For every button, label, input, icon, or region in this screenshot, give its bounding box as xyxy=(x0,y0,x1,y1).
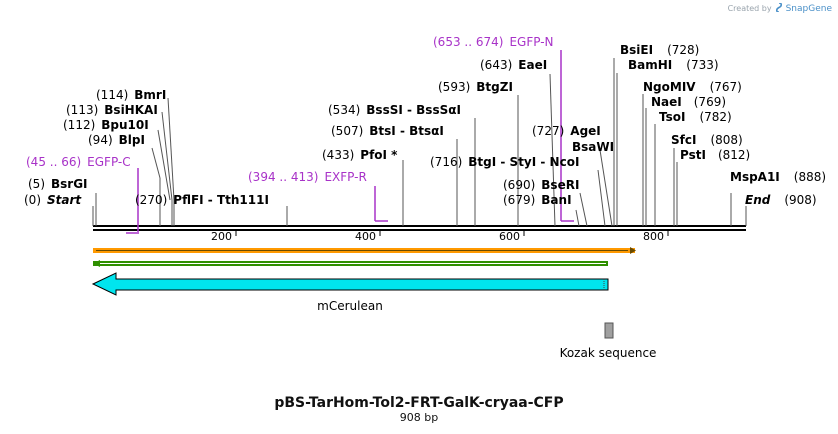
enzyme-label-sfci: SfcI(808) xyxy=(671,133,743,147)
ruler-tick-label: 800 xyxy=(643,230,664,243)
enzyme-label-bmri: (114)BmrI xyxy=(96,88,166,102)
enzyme-label-bsssi: (534)BssSI - BssSαI xyxy=(328,103,461,117)
ruler: 200 400 600 800 xyxy=(211,230,669,243)
enzyme-label-start: (0)Start xyxy=(24,193,82,207)
enzyme-label-tsoi: TsoI(782) xyxy=(659,110,732,124)
primer-label-egfp-n: (653 .. 674)EGFP-N xyxy=(433,35,554,49)
enzyme-labels: (0)Start (5)BsrGI (94)BlpI (112)Bpu10I (… xyxy=(24,43,826,207)
plasmid-size: 908 bp xyxy=(399,411,439,424)
enzyme-label-blpi: (94)BlpI xyxy=(88,133,145,147)
credit-badge: Created by SnapGene xyxy=(727,2,832,14)
enzyme-label-bamhi: BamHI(733) xyxy=(628,58,719,72)
mcerulean-arrow-shape xyxy=(91,272,609,296)
site-line-bpu10i xyxy=(157,129,171,201)
feature-label-mcerulean: mCerulean xyxy=(317,299,383,313)
site-line-blpi xyxy=(151,147,161,179)
enzyme-label-naei: NaeI(769) xyxy=(651,95,726,109)
snapgene-logo-icon xyxy=(775,2,783,14)
credit-prefix: Created by xyxy=(727,4,772,13)
primer-labels: (45 .. 66)EGFP-C (394 .. 413)EXFP-R (653… xyxy=(26,35,554,184)
enzyme-label-pflfi: (270)PflFI - Tth111I xyxy=(135,193,269,207)
feature-label-kozak: Kozak sequence xyxy=(560,346,657,360)
enzyme-label-bani: (679)BanI xyxy=(503,193,572,207)
enzyme-label-end: End(908) xyxy=(745,193,817,207)
primer-label-egfp-c: (45 .. 66)EGFP-C xyxy=(26,155,131,169)
enzyme-label-bsawi: BsaWI xyxy=(572,140,614,154)
ruler-tick-label: 400 xyxy=(355,230,376,243)
enzyme-label-eaei: (643)EaeI xyxy=(480,58,547,72)
enzyme-label-bsrgi: (5)BsrGI xyxy=(28,177,88,191)
orf-tracks xyxy=(93,247,636,267)
enzyme-label-bsiei: BsiEI(728) xyxy=(620,43,699,57)
ruler-tick-label: 200 xyxy=(211,230,232,243)
site-line-bsihkai xyxy=(161,111,173,201)
enzyme-label-ngomiv: NgoMIV(767) xyxy=(643,80,742,94)
ruler-tick-label: 600 xyxy=(499,230,520,243)
primer-label-exfp-r: (394 .. 413)EXFP-R xyxy=(248,170,367,184)
enzyme-label-btgzi: (593)BtgZI xyxy=(438,80,513,94)
feature-mcerulean: mCerulean xyxy=(91,272,609,313)
enzyme-site-lines xyxy=(92,58,747,227)
plasmid-name: pBS-TarHom-Tol2-FRT-GalK-cryaa-CFP xyxy=(274,395,564,411)
site-line-bmri xyxy=(167,97,175,201)
kozak-box xyxy=(604,322,614,339)
enzyme-label-pfoi: (433)PfoI * xyxy=(322,148,398,162)
backbone xyxy=(93,225,746,231)
site-line-ncoi xyxy=(597,169,606,227)
site-line-agei xyxy=(599,149,613,227)
enzyme-label-bsihkai: (113)BsiHKAI xyxy=(66,103,158,117)
orf-reverse-arrow-icon xyxy=(93,260,100,267)
enzyme-label-bpu10i: (112)Bpu10I xyxy=(63,118,149,132)
feature-kozak: Kozak sequence xyxy=(560,322,657,360)
site-line-bani xyxy=(575,209,580,227)
enzyme-label-bseri: (690)BseRI xyxy=(503,178,579,192)
site-line-eaei xyxy=(549,73,556,227)
credit-brand: SnapGene xyxy=(785,3,832,14)
primer-markers xyxy=(126,50,574,234)
enzyme-label-agei: (727)AgeI xyxy=(532,124,601,138)
enzyme-label-mspa1i: MspA1I(888) xyxy=(730,170,826,184)
site-line-bseri xyxy=(579,192,588,227)
enzyme-label-btsi: (507)BtsI - BtsαI xyxy=(331,124,444,138)
orf-forward-arrow-icon xyxy=(630,247,636,254)
enzyme-label-btgi: (716)BtgI - StyI - NcoI xyxy=(430,155,579,169)
enzyme-label-psti: PstI(812) xyxy=(680,148,750,162)
